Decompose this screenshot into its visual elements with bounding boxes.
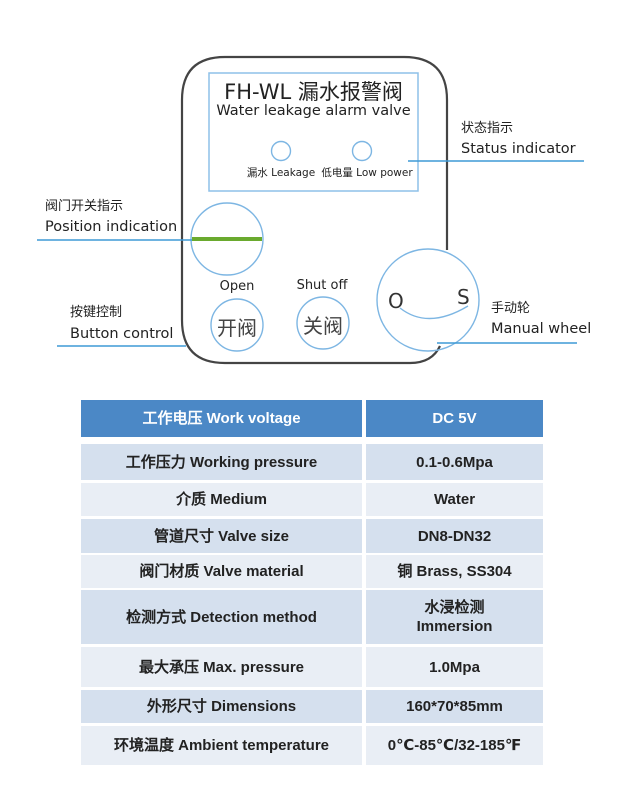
button-callout-en: Button control [70, 326, 174, 342]
spec-key: 环境温度 Ambient temperature [81, 726, 362, 765]
spec-value: DN8-DN32 [366, 519, 543, 553]
open-button[interactable]: 开阀 [217, 316, 257, 340]
spec-value-line2: Immersion [416, 618, 493, 635]
spec-header-row: 工作电压 Work voltage DC 5V [81, 400, 543, 437]
table-row: 环境温度 Ambient temperature 0℃-85℃/32-185℉ [81, 726, 543, 765]
spec-key: 最大承压 Max. pressure [81, 647, 362, 687]
panel-title: FH-WL 漏水报警阀 [224, 80, 403, 104]
status-callout-cn: 状态指示 [461, 121, 514, 136]
shutoff-button-ring [296, 296, 350, 350]
spec-value: 铜 Brass, SS304 [366, 555, 543, 588]
device-diagram [37, 55, 584, 365]
table-row: 检测方式 Detection method 水浸检测 Immersion [81, 590, 543, 644]
position-indicator-icon [190, 202, 264, 276]
table-row: 管道尺寸 Valve size DN8-DN32 [81, 519, 543, 553]
spec-key: 工作压力 Working pressure [81, 444, 362, 480]
display-panel-frame [208, 72, 419, 192]
shutoff-button[interactable]: 关阀 [303, 314, 343, 338]
spec-key: 介质 Medium [81, 483, 362, 516]
spec-value: 1.0Mpa [366, 647, 543, 687]
shutoff-button-label: Shut off [296, 278, 348, 293]
spec-key: 阀门材质 Valve material [81, 555, 362, 588]
spec-value: DC 5V [366, 400, 543, 437]
spec-key: 外形尺寸 Dimensions [81, 690, 362, 723]
spec-value: Water [366, 483, 543, 516]
spec-key: 管道尺寸 Valve size [81, 519, 362, 553]
table-row: 工作压力 Working pressure 0.1-0.6Mpa [81, 444, 543, 480]
wheel-callout-cn: 手动轮 [491, 301, 531, 316]
wheel-shut-letter: S [457, 285, 470, 309]
table-row: 最大承压 Max. pressure 1.0Mpa [81, 647, 543, 687]
low-power-led-icon [351, 140, 373, 162]
device-body-outline [180, 55, 449, 365]
table-row: 阀门材质 Valve material 铜 Brass, SS304 [81, 555, 543, 588]
manual-wheel-icon [376, 248, 480, 352]
spec-value: 0℃-85℃/32-185℉ [366, 726, 543, 765]
status-callout-en: Status indicator [461, 141, 576, 157]
spec-key: 检测方式 Detection method [81, 590, 362, 644]
leakage-led-icon [270, 140, 292, 162]
wheel-arc [399, 305, 469, 320]
button-callout-cn: 按键控制 [70, 305, 123, 320]
spec-value: 160*70*85mm [366, 690, 543, 723]
spec-value-line1: 水浸检测 [424, 599, 485, 616]
wheel-open-letter: O [388, 289, 404, 313]
leakage-led-label: 漏水 Leakage [246, 167, 316, 179]
open-button-ring [210, 298, 264, 352]
table-row: 外形尺寸 Dimensions 160*70*85mm [81, 690, 543, 723]
table-row: 介质 Medium Water [81, 483, 543, 516]
spec-value: 0.1-0.6Mpa [366, 444, 543, 480]
spec-key: 工作电压 Work voltage [81, 400, 362, 437]
panel-subtitle: Water leakage alarm valve [216, 103, 411, 119]
position-callout-cn: 阀门开关指示 [45, 199, 124, 214]
open-button-label: Open [219, 279, 255, 294]
wheel-callout-en: Manual wheel [491, 321, 592, 337]
spec-value: 水浸检测 Immersion [366, 590, 543, 644]
position-callout-en: Position indication [45, 219, 178, 235]
low-power-led-label: 低电量 Low power [321, 167, 413, 179]
